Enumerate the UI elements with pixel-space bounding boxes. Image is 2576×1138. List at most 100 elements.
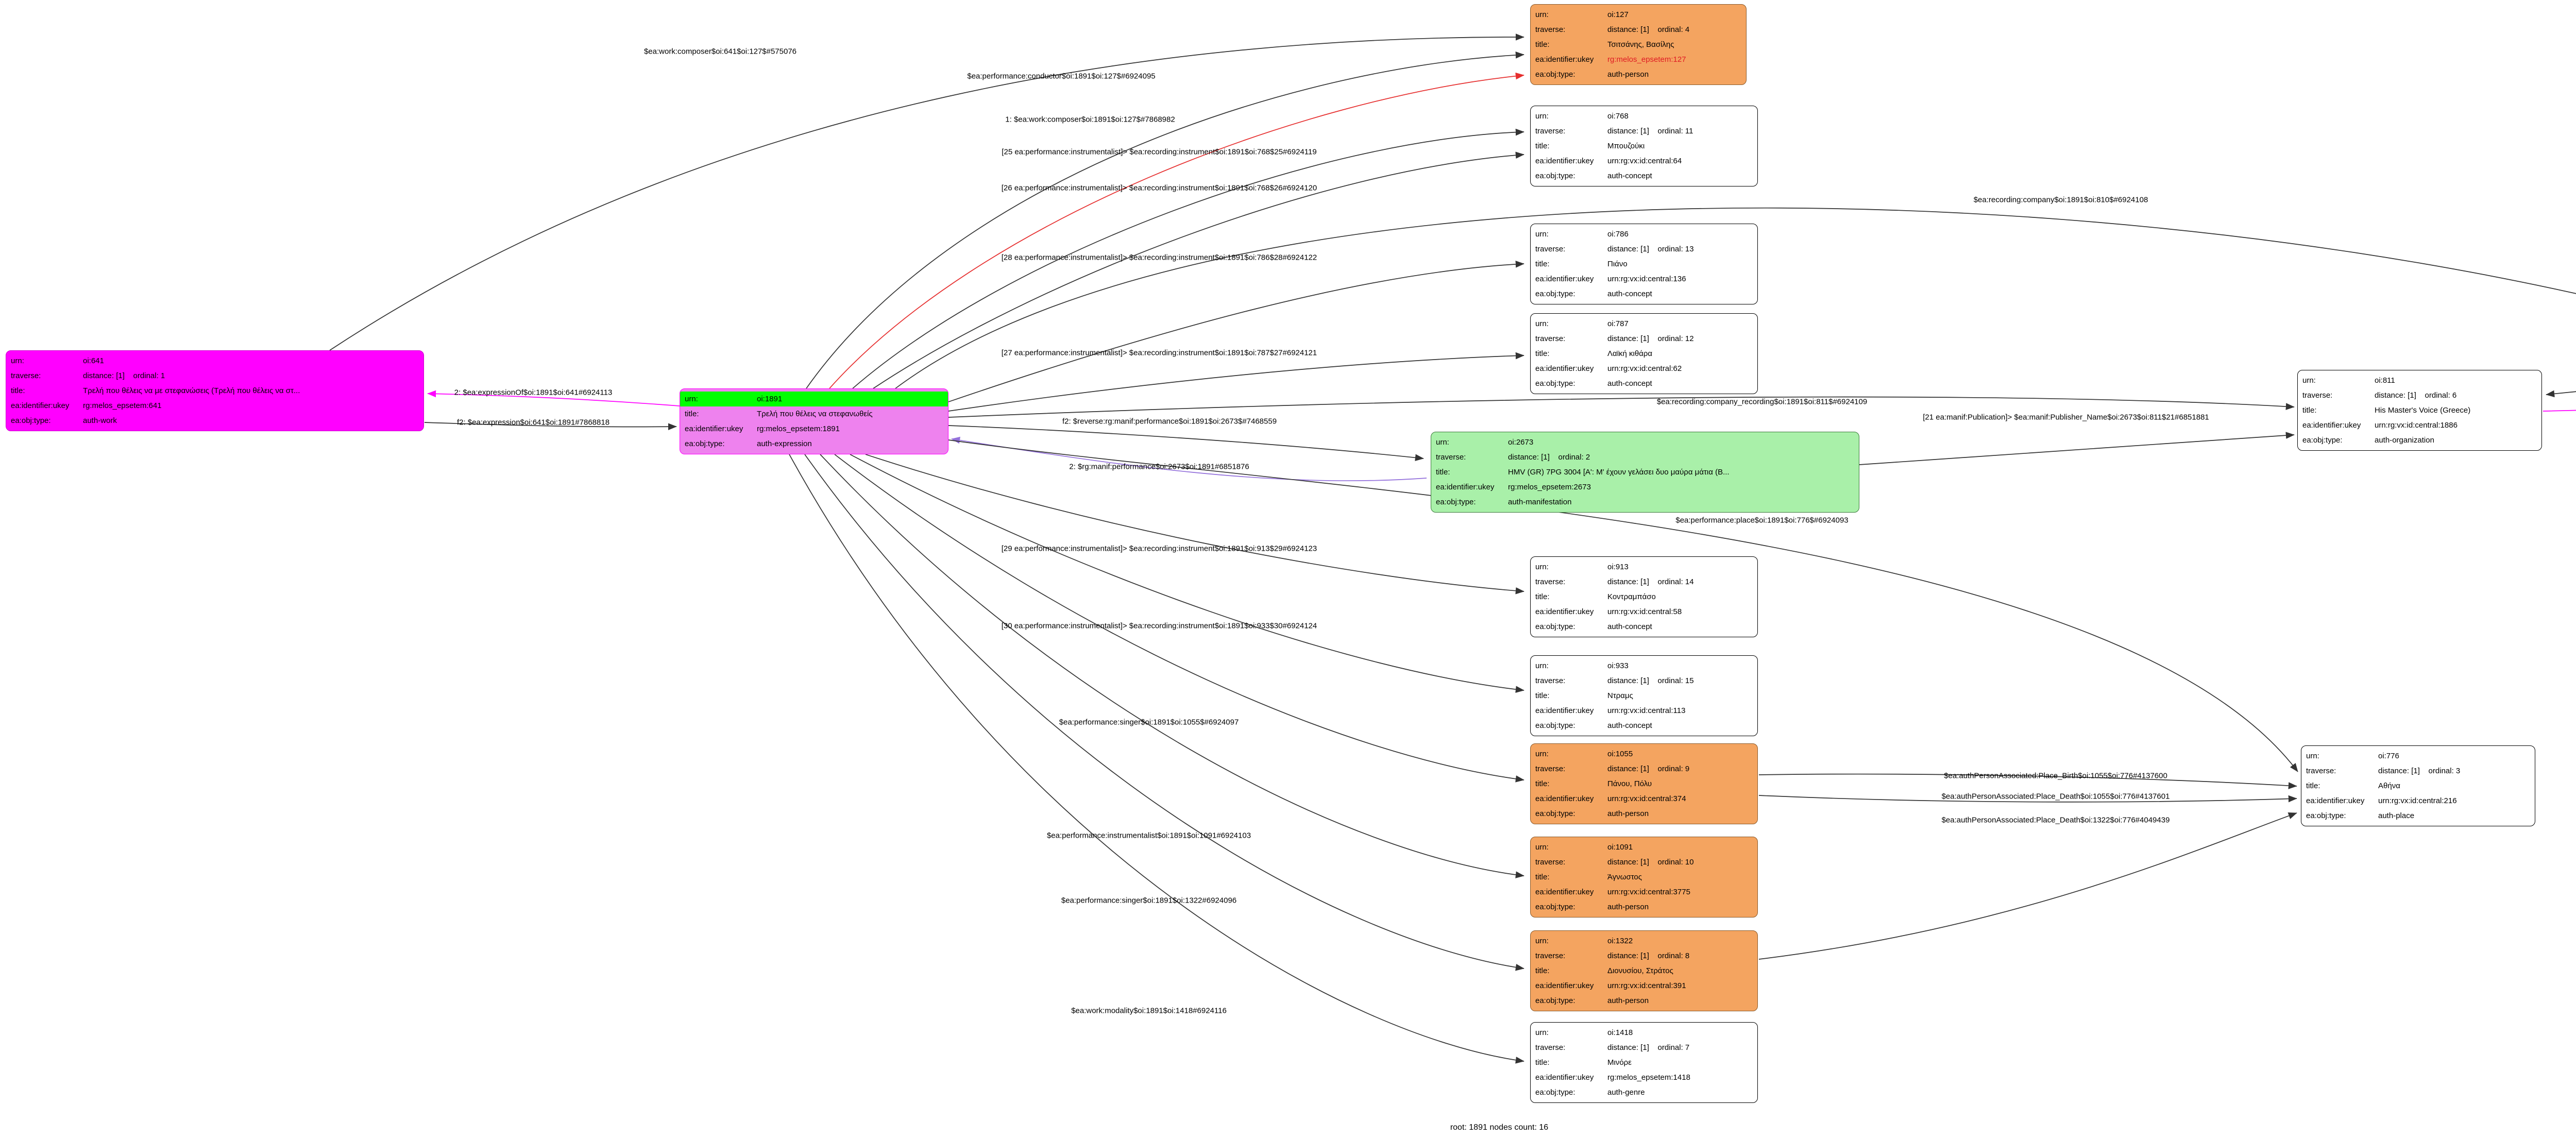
field-key: title: (1535, 1058, 1550, 1067)
node-field-row: ea:obj:type:auth-organization (2298, 433, 2541, 448)
field-key: urn: (1436, 438, 1449, 447)
node-field-row: urn:oi:1418 (1531, 1025, 1757, 1040)
node-field-row: traverse:distance: [1] ordinal: 3 (2301, 763, 2535, 778)
field-value: auth-concept (1607, 721, 1652, 730)
field-key: ea:identifier:ukey (1535, 275, 1594, 283)
node-field-row: title:Τσιτσάνης, Βασίλης (1531, 37, 1746, 52)
field-key: traverse: (1535, 952, 1566, 960)
field-key: ea:obj:type: (1535, 996, 1575, 1005)
edge-instrument-1891-787-27 (948, 352, 1524, 412)
field-key: traverse: (1535, 578, 1566, 586)
field-value: Μινόρε (1607, 1058, 1632, 1067)
node-field-row: title:Τρελή που θέλεις να με στεφανώσεις… (6, 383, 423, 398)
node-field-row: traverse:distance: [1] ordinal: 9 (1531, 761, 1757, 776)
edge-label: $ea:performance:singer$oi:1891$oi:1322#6… (1061, 896, 1237, 905)
field-value: distance: [1] ordinal: 12 (1607, 334, 1694, 343)
field-key: ea:identifier:ukey (1535, 981, 1594, 990)
node-field-row: title:HMV (GR) 7PG 3004 [Α': Μ' έχουν γε… (1431, 465, 1859, 480)
field-value: auth-person (1607, 996, 1649, 1005)
field-value: distance: [1] ordinal: 15 (1607, 676, 1694, 685)
field-value: oi:1322 (1607, 937, 1633, 945)
field-key: title: (1535, 691, 1550, 700)
field-key: title: (1535, 779, 1550, 788)
node-field-row: urn:oi:1091 (1531, 840, 1757, 855)
field-key: title: (1535, 40, 1550, 49)
node-field-row: urn:oi:786 (1531, 227, 1757, 242)
edge-singer-1891-1055 (834, 454, 1524, 783)
field-key: urn: (1535, 112, 1549, 121)
field-key: title: (1436, 468, 1450, 477)
field-key: title: (2302, 406, 2317, 415)
field-value: rg:melos_epsetem:1418 (1607, 1073, 1690, 1082)
field-value: Τρελή που θέλεις να στεφανωθείς (757, 410, 873, 418)
field-value: urn:rg:vx:id:central:391 (1607, 981, 1686, 990)
field-key: urn: (11, 356, 24, 365)
node-field-row: traverse:distance: [1] ordinal: 8 (1531, 948, 1757, 963)
edge-label: $ea:authPersonAssociated:Place_Birth$oi:… (1944, 771, 2167, 780)
field-key: ea:identifier:ukey (1535, 888, 1594, 896)
node-field-row: ea:obj:type:auth-person (1531, 899, 1757, 914)
field-value: urn:rg:vx:id:central:113 (1607, 706, 1686, 715)
node-field-row: urn:oi:776 (2301, 749, 2535, 763)
field-key: title: (1535, 142, 1550, 150)
field-value: auth-concept (1607, 379, 1652, 388)
node-field-row: urn:oi:787 (1531, 316, 1757, 331)
edge-label: $ea:authPersonAssociated:Place_Death$oi:… (1941, 792, 2170, 801)
field-key: traverse: (11, 371, 41, 380)
edge-label: $ea:work:modality$oi:1891$oi:1418#692411… (1071, 1006, 1227, 1015)
node-field-row: title:Τρελή που θέλεις να στεφανωθείς (680, 406, 948, 421)
field-key: ea:obj:type: (2306, 811, 2346, 820)
edge-manif-performance-2673-1891 (951, 436, 1427, 482)
node-field-row: urn:oi:2673 (1431, 435, 1859, 450)
field-value: oi:786 (1607, 230, 1629, 239)
field-value: His Master's Voice (Greece) (2375, 406, 2471, 415)
node-field-row: ea:identifier:ukey urn:rg:vx:id:central:3… (1531, 978, 1757, 993)
edge-label: $ea:performance:instrumentalist$oi:1891$… (1046, 831, 1251, 840)
node-field-row: ea:obj:type:auth-manifestation (1431, 495, 1859, 509)
field-key: urn: (2302, 376, 2316, 385)
field-value: oi:811 (2375, 376, 2395, 385)
field-value: oi:768 (1607, 112, 1629, 121)
node-field-row: urn: oi:641 (6, 353, 423, 368)
node-field-row: title:Άγνωστος (1531, 870, 1757, 885)
edge-organization-upper-811-810 (2543, 410, 2576, 412)
field-key: traverse: (1535, 765, 1566, 773)
node-oi-933[interactable]: urn: oi:933 traverse:distance: [1] ordinal… (1530, 655, 1758, 736)
node-field-row: title:Πάνου, Πόλυ (1531, 776, 1757, 791)
field-value: urn:rg:vx:id:central:3775 (1607, 888, 1690, 896)
edge-reverse-manif-performance-1891-2673 (948, 425, 1424, 462)
field-value: Λαϊκή κιθάρα (1607, 349, 1653, 358)
edge-label: [28 ea:performance:instrumentalist]> $ea… (1001, 253, 1317, 262)
field-key: urn: (685, 395, 698, 403)
node-field-row: traverse:distance: [1] ordinal: 7 (1531, 1040, 1757, 1055)
field-key: urn: (1535, 661, 1549, 670)
edge-singer-1891-1322 (804, 454, 1524, 971)
field-value: urn:rg:vx:id:central:64 (1607, 157, 1682, 165)
field-value: oi:933 (1607, 661, 1629, 670)
field-key: ea:obj:type: (1535, 809, 1575, 818)
edge-label: $ea:performance:singer$oi:1891$oi:1055$#… (1059, 718, 1239, 727)
edge-place-death-1322-776 (1758, 812, 2297, 960)
field-value: oi:641 (83, 356, 104, 365)
edge-label: [27 ea:performance:instrumentalist]> $ea… (1001, 348, 1317, 358)
node-field-row: traverse:distance: [1] ordinal: 15 (1531, 673, 1757, 688)
field-value: urn:rg:vx:id:central:1886 (2375, 421, 2458, 430)
edge-instrumentalist-1891-1091 (820, 454, 1524, 878)
